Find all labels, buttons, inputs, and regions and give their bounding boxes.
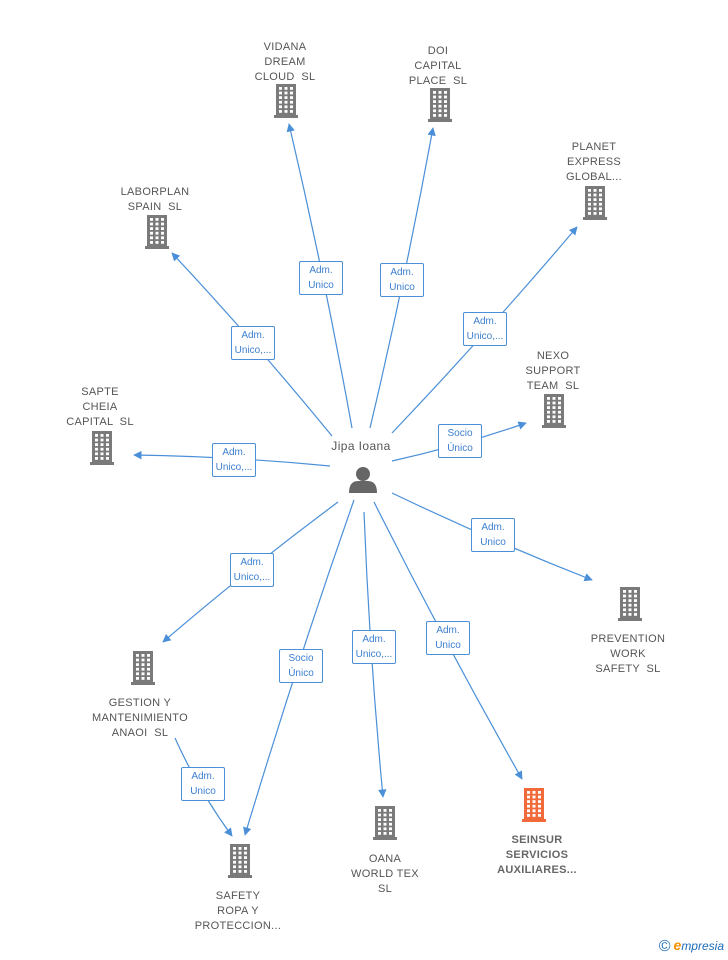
company-name-line: SEINSUR bbox=[511, 834, 563, 846]
edge-label-line: Unico,... bbox=[215, 462, 253, 473]
edge-label-line: Adm. bbox=[309, 265, 333, 276]
relation-badge-laborplan[interactable]: Adm. Unico,... bbox=[231, 326, 275, 360]
relation-badge-oana[interactable]: Adm. Unico,... bbox=[352, 630, 396, 664]
company-label-planet[interactable]: PLANET EXPRESS GLOBAL... bbox=[519, 140, 669, 185]
company-name-line: CLOUD SL bbox=[254, 71, 316, 83]
edge-label-line: Adm. bbox=[473, 316, 497, 327]
company-name-line: EXPRESS bbox=[566, 156, 622, 168]
relation-badge-doi[interactable]: Adm. Unico bbox=[380, 263, 424, 297]
edge-label-line: Unico bbox=[190, 786, 216, 797]
edge-label-line: Unico,... bbox=[466, 331, 504, 342]
relation-badge-seinsur[interactable]: Adm. Unico bbox=[426, 621, 470, 655]
company-name-line: SAFETY bbox=[215, 890, 261, 902]
edge-label-line: Unico bbox=[389, 282, 415, 293]
relation-badge-sapte[interactable]: Adm. Unico,... bbox=[212, 443, 256, 477]
company-name-line: SAPTE bbox=[81, 386, 119, 398]
company-name-line: CAPITAL bbox=[414, 60, 462, 72]
edge-label-line: Unico bbox=[480, 537, 506, 548]
company-label-oana[interactable]: OANA WORLD TEX SL bbox=[310, 852, 460, 897]
company-label-doi[interactable]: DOI CAPITAL PLACE SL bbox=[363, 44, 513, 89]
company-name-line: AUXILIARES... bbox=[497, 864, 577, 876]
brand-logo-text: mpresia bbox=[681, 939, 724, 953]
company-name-line: PLANET bbox=[571, 141, 617, 153]
edge-label-line: Adm. bbox=[481, 522, 505, 533]
company-name-line: DREAM bbox=[264, 56, 306, 68]
company-name-line: PROTECCION... bbox=[194, 920, 282, 932]
edge-label-line: Unico,... bbox=[234, 345, 272, 356]
person-icon[interactable] bbox=[349, 467, 377, 493]
edge-label-line: Adm. bbox=[240, 557, 264, 568]
company-name-line: MANTENIMIENTO bbox=[92, 712, 188, 724]
company-name-line: WORK bbox=[610, 648, 646, 660]
company-name-line: ROPA Y bbox=[217, 905, 259, 917]
company-name-line: SL bbox=[377, 883, 393, 895]
company-name-line: ANAOI SL bbox=[111, 727, 169, 739]
company-name-line: SAFETY SL bbox=[595, 663, 661, 675]
relation-badge-gestion-safety[interactable]: Adm. Unico bbox=[181, 767, 225, 801]
company-name-line: NEXO bbox=[536, 350, 570, 362]
edge-label-line: Único bbox=[288, 668, 314, 679]
edge-label-line: Socio bbox=[288, 653, 314, 664]
edge-label-line: Adm. bbox=[222, 447, 246, 458]
edge-label-line: Único bbox=[447, 443, 473, 454]
building-icon[interactable] bbox=[90, 431, 114, 465]
company-label-gestion[interactable]: GESTION Y MANTENIMIENTO ANAOI SL bbox=[65, 696, 215, 741]
company-name-line: SERVICIOS bbox=[505, 849, 569, 861]
company-name-line: OANA bbox=[368, 853, 402, 865]
company-name-line: SPAIN SL bbox=[127, 201, 183, 213]
company-name-line: PREVENTION bbox=[590, 633, 666, 645]
company-label-laborplan[interactable]: LABORPLAN SPAIN SL bbox=[80, 185, 230, 215]
company-name-line: CAPITAL SL bbox=[66, 416, 134, 428]
building-icon[interactable] bbox=[228, 844, 252, 878]
company-label-nexo[interactable]: NEXO SUPPORT TEAM SL bbox=[478, 349, 628, 394]
company-name-line: LABORPLAN bbox=[120, 186, 190, 198]
edge-label-line: Adm. bbox=[362, 634, 386, 645]
relation-badge-prevention[interactable]: Adm. Unico bbox=[471, 518, 515, 552]
company-name-line: SUPPORT bbox=[525, 365, 581, 377]
building-icon[interactable] bbox=[274, 84, 298, 118]
company-label-seinsur[interactable]: SEINSUR SERVICIOS AUXILIARES... bbox=[462, 833, 612, 878]
edge-label-line: Adm. bbox=[241, 330, 265, 341]
company-name-line: WORLD TEX bbox=[351, 868, 419, 880]
company-label-safety[interactable]: SAFETY ROPA Y PROTECCION... bbox=[163, 889, 313, 934]
company-label-vidana[interactable]: VIDANA DREAM CLOUD SL bbox=[210, 40, 360, 85]
edge-label-line: Adm. bbox=[436, 625, 460, 636]
copyright-symbol: © bbox=[658, 938, 671, 955]
company-name-line: TEAM SL bbox=[526, 380, 580, 392]
building-icon[interactable] bbox=[542, 394, 566, 428]
company-name-line: VIDANA bbox=[263, 41, 307, 53]
relation-badge-vidana[interactable]: Adm. Unico bbox=[299, 261, 343, 295]
edge-label-line: Adm. bbox=[390, 267, 414, 278]
building-icon[interactable] bbox=[428, 88, 452, 122]
edge-label-line: Unico bbox=[308, 280, 334, 291]
company-name-line: PLACE SL bbox=[408, 75, 468, 87]
company-label-prevention[interactable]: PREVENTION WORK SAFETY SL bbox=[553, 632, 703, 677]
relation-badge-gestion[interactable]: Adm. Unico,... bbox=[230, 553, 274, 587]
edge-label-line: Unico,... bbox=[355, 649, 393, 660]
building-icon[interactable] bbox=[522, 788, 546, 822]
brand-footer[interactable]: ©empresia bbox=[659, 937, 724, 956]
relation-badge-planet[interactable]: Adm. Unico,... bbox=[463, 312, 507, 346]
edge-label-line: Adm. bbox=[191, 771, 215, 782]
building-icon[interactable] bbox=[131, 651, 155, 685]
building-icon[interactable] bbox=[618, 587, 642, 621]
company-name-line: DOI bbox=[427, 45, 449, 57]
company-name-line: CHEIA bbox=[82, 401, 118, 413]
edge-label-line: Unico,... bbox=[233, 572, 271, 583]
edge-label-line: Unico bbox=[435, 640, 461, 651]
center-person-name[interactable]: Jipa Ioana bbox=[331, 439, 391, 453]
edge-label-line: Socio bbox=[447, 428, 473, 439]
building-icon[interactable] bbox=[145, 215, 169, 249]
brand-logo-initial: e bbox=[673, 937, 682, 953]
company-name-line: GESTION Y bbox=[108, 697, 172, 709]
building-icon[interactable] bbox=[583, 186, 607, 220]
company-label-sapte[interactable]: SAPTE CHEIA CAPITAL SL bbox=[25, 385, 175, 430]
company-name-line: GLOBAL... bbox=[566, 171, 622, 183]
building-icon[interactable] bbox=[373, 806, 397, 840]
